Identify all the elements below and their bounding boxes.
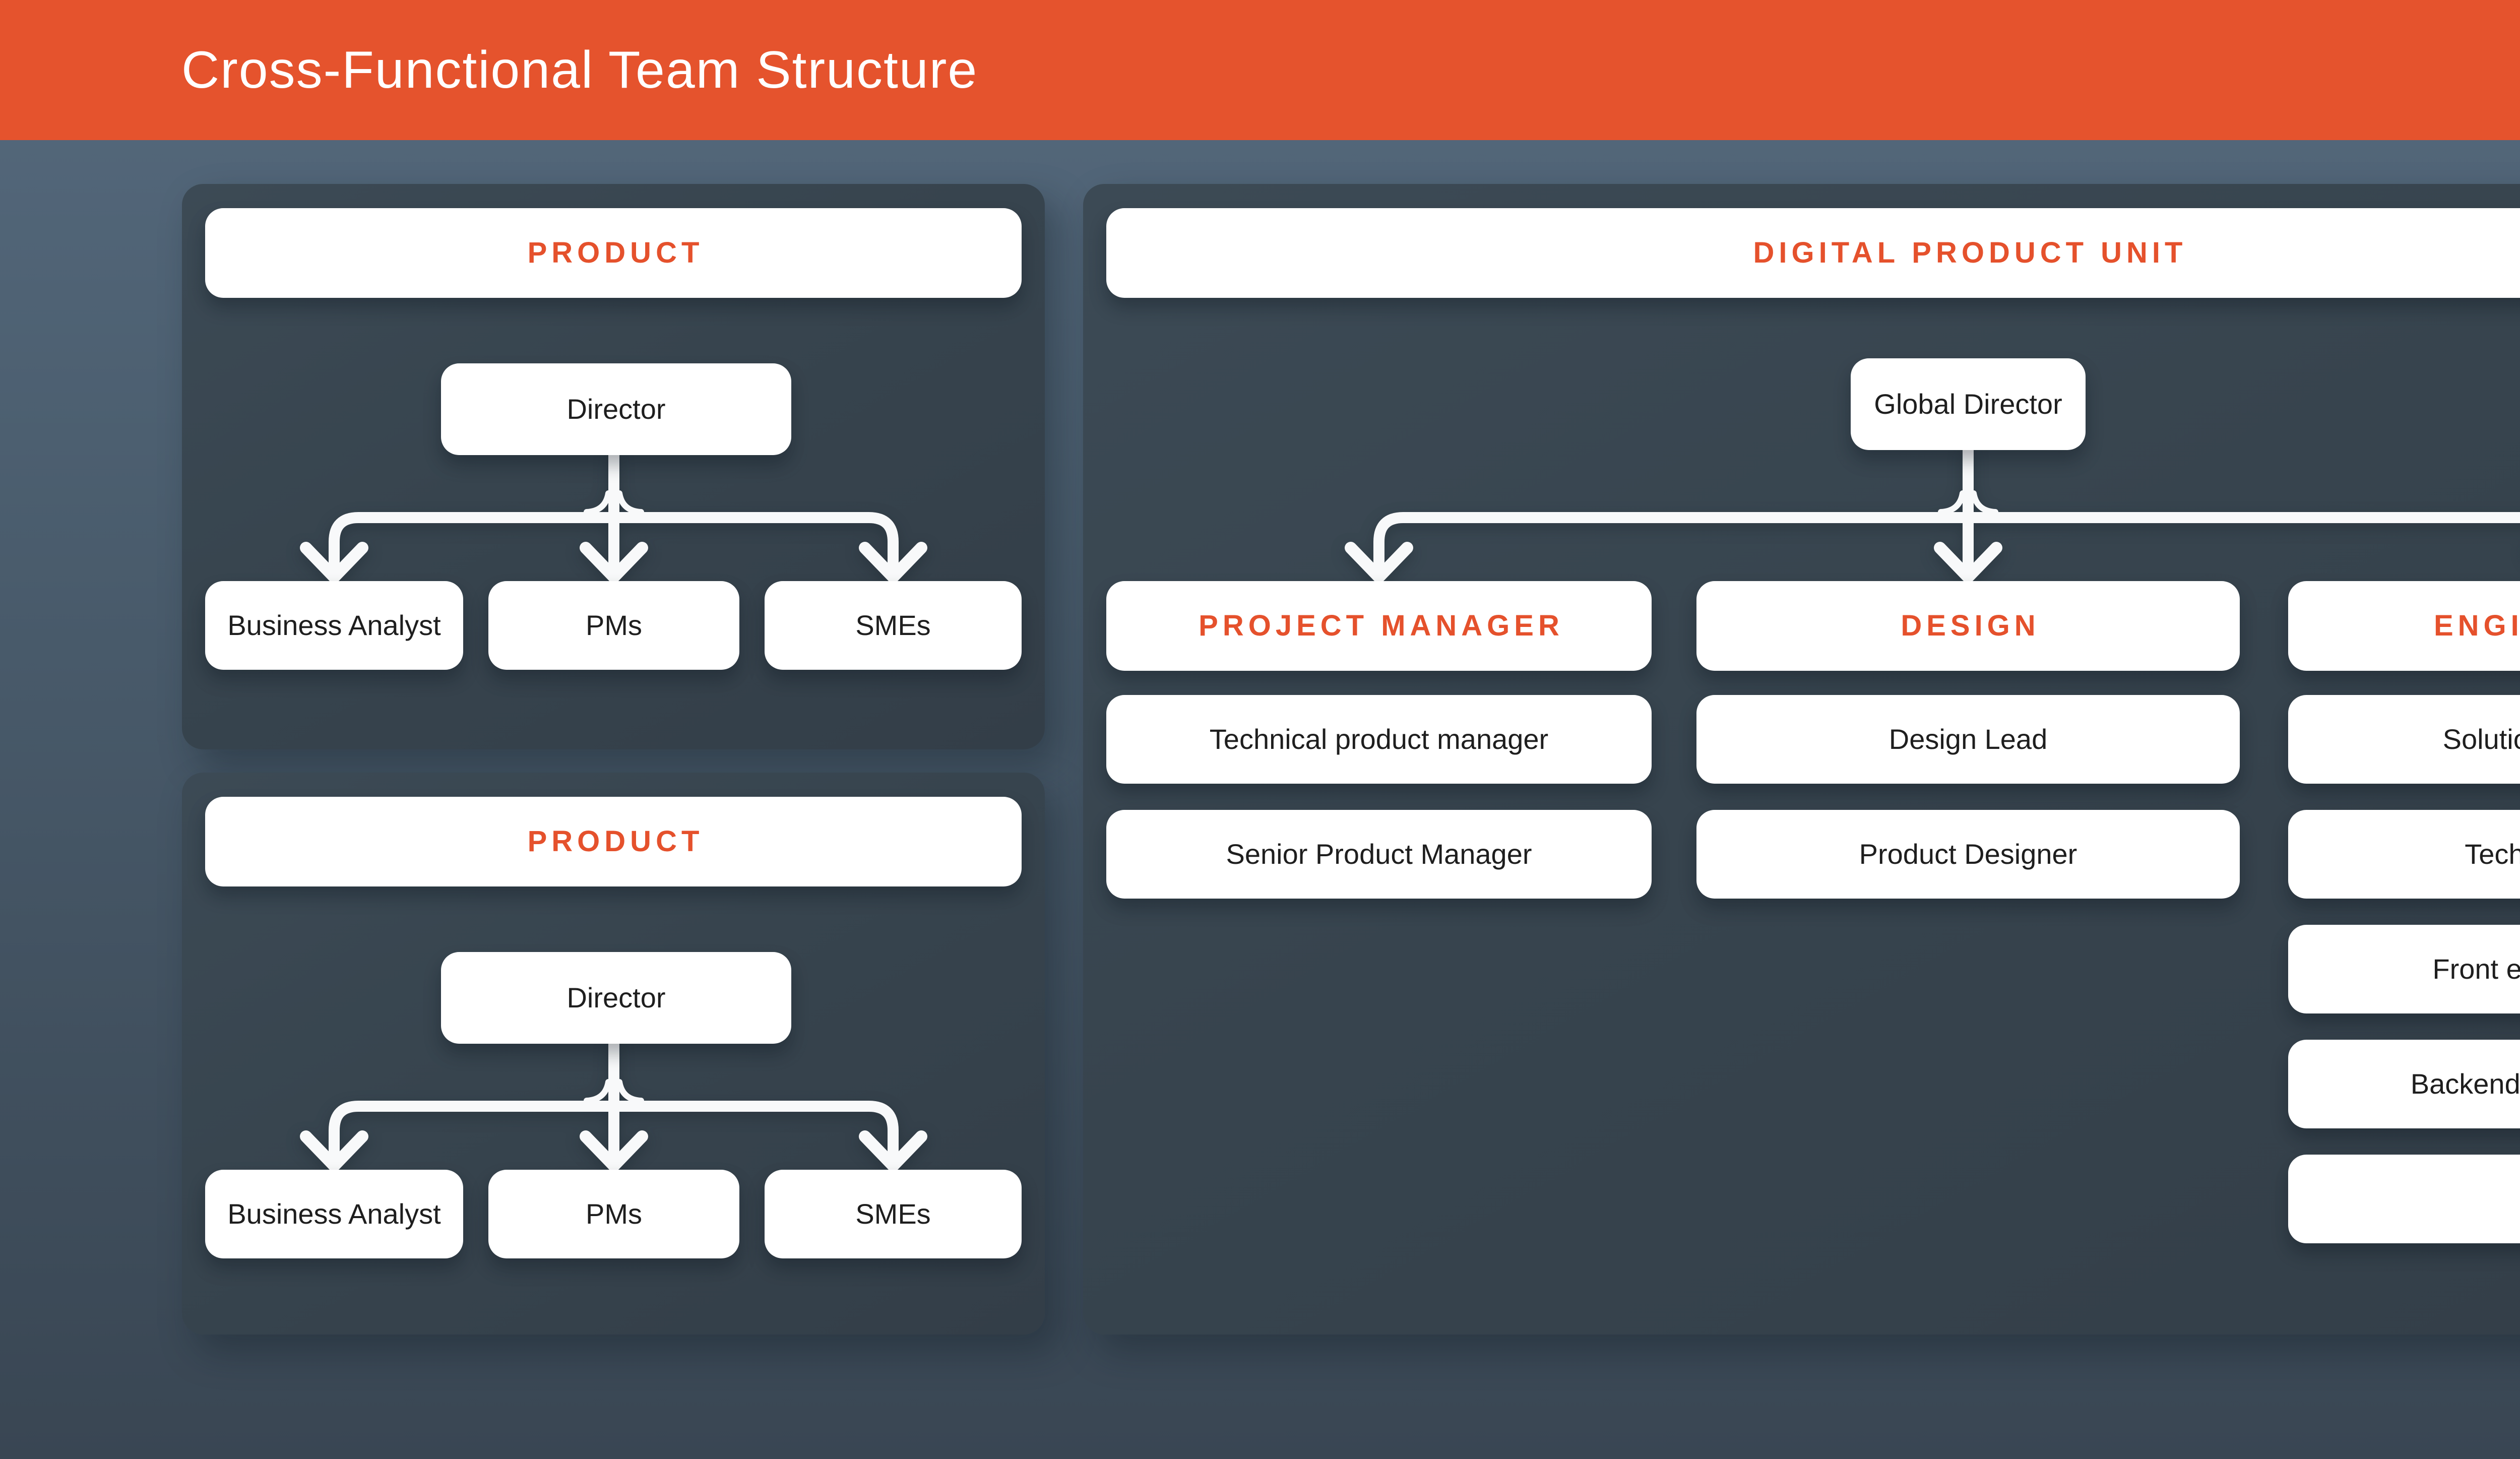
org-node-dpu-title: DIGITAL PRODUCT UNIT — [1106, 208, 2520, 298]
org-node-technical-lead: Technical Lead — [2288, 810, 2520, 899]
panel-product-1: PRODUCT Director Business Analyst PMs SM… — [182, 184, 1045, 749]
org-node-senior-product-manager: Senior Product Manager — [1106, 810, 1652, 899]
arrowhead-center — [580, 1130, 648, 1172]
header-bar: Cross-Functional Team Structure HATCH — [0, 0, 2520, 140]
connector-fillet-left — [1938, 490, 1966, 515]
arrowhead-right — [859, 1130, 927, 1172]
org-node-product-1-title: PRODUCT — [205, 208, 1022, 298]
page-title: Cross-Functional Team Structure — [181, 40, 978, 99]
org-node-design-lead: Design Lead — [1696, 695, 2240, 784]
panel-digital-product-unit: DIGITAL PRODUCT UNIT Global Director PRO… — [1083, 184, 2520, 1335]
org-node-engineering-title: ENGINEERING — [2288, 581, 2520, 671]
org-node-product-designer: Product Designer — [1696, 810, 2240, 899]
connector-rail — [1373, 512, 2520, 569]
org-node-design-title: DESIGN — [1696, 581, 2240, 671]
org-node-product-2-smes: SMEs — [765, 1170, 1022, 1258]
org-node-product-2-title: PRODUCT — [205, 797, 1022, 886]
connector-rail — [329, 1101, 899, 1158]
org-node-technical-product-manager: Technical product manager — [1106, 695, 1652, 784]
org-node-qa: Q/A — [2288, 1155, 2520, 1243]
connector-rail — [329, 512, 899, 569]
org-node-product-1-director: Director — [441, 363, 791, 455]
org-node-product-2-director: Director — [441, 952, 791, 1044]
arrowhead-left — [300, 542, 368, 583]
org-node-product-1-pms: PMs — [488, 581, 739, 670]
org-node-solutions-architect: Solutions Architect — [2288, 695, 2520, 784]
arrowhead-center — [580, 542, 648, 583]
connector-fillet-right — [1971, 490, 1998, 515]
org-node-product-2-business-analyst: Business Analyst — [205, 1170, 463, 1258]
org-node-product-1-smes: SMEs — [765, 581, 1022, 670]
arrowhead-left — [1345, 542, 1413, 583]
arrowhead-left — [300, 1130, 368, 1172]
org-node-backend-end-engineers: Backend end engineers — [2288, 1040, 2520, 1128]
connector-fillet-right — [616, 1079, 644, 1104]
panel-product-2: PRODUCT Director Business Analyst PMs SM… — [182, 773, 1045, 1335]
org-node-product-1-business-analyst: Business Analyst — [205, 581, 463, 670]
org-node-front-end-engineers: Front end engineers — [2288, 925, 2520, 1013]
arrowhead-center — [1934, 542, 2002, 583]
connector-fillet-left — [584, 490, 611, 515]
org-node-global-director: Global Director — [1851, 358, 2086, 450]
org-node-product-2-pms: PMs — [488, 1170, 739, 1258]
connector-fillet-left — [584, 1079, 611, 1104]
arrowhead-right — [859, 542, 927, 583]
connector-fillet-right — [616, 490, 644, 515]
org-node-project-manager-title: PROJECT MANAGER — [1106, 581, 1652, 671]
